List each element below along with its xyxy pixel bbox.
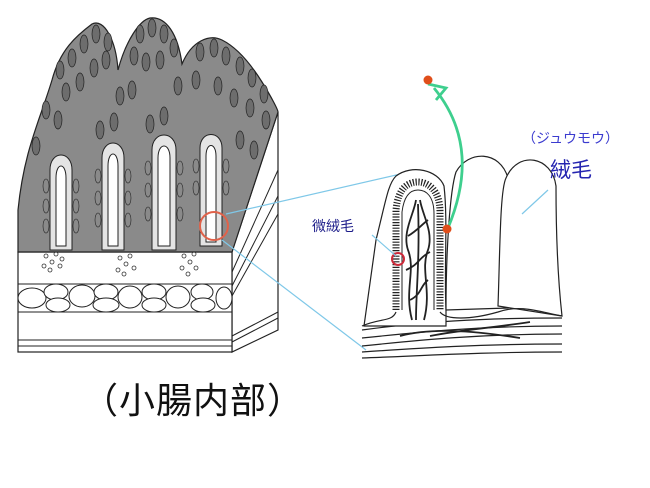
crypt-glands [41,251,199,277]
microvilli-label: 微絨毛 [312,219,354,235]
capillary-network [399,199,531,339]
enlarged-villi [361,155,563,359]
zoom-connector-lines [221,169,419,351]
villus-highlight-circle [199,211,229,241]
villus-label: 絨毛 [550,158,592,182]
intestine-wall-block [17,17,279,353]
nutrient-dot-villus [442,224,452,234]
villus-reading-label: （ジュウモウ） [522,131,620,147]
villi-cluster [17,17,279,253]
submucosa-layer [17,283,233,313]
absorption-arrow [427,82,464,229]
nutrient-dot-top [423,75,433,85]
microvilli-highlight-circle [391,252,405,266]
figure-caption: （小腸内部） [82,381,305,422]
